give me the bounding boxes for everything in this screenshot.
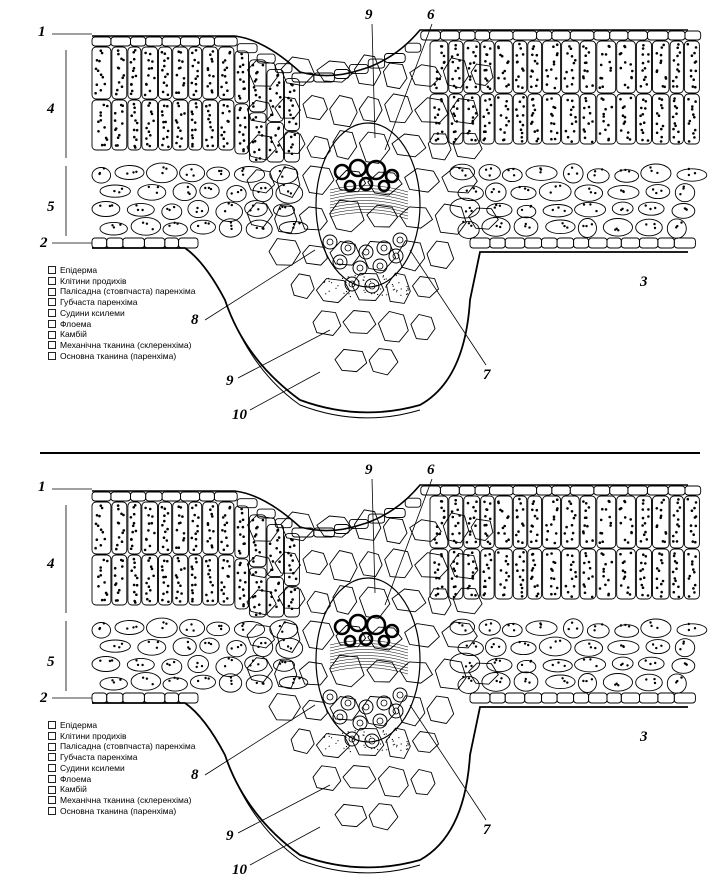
legend-checkbox-icon[interactable] [48,764,56,773]
legend-checkbox-icon[interactable] [48,796,56,805]
label-7: 7 [483,822,491,838]
legend-item-label: Основна тканина (паренхіма) [60,805,177,816]
label-10: 10 [232,862,247,878]
legend-item: Камбій [48,784,195,795]
legend-checkbox-icon[interactable] [48,309,56,318]
label-5: 5 [47,199,55,215]
legend-item: Основна тканина (паренхіма) [48,806,195,817]
legend-checkbox-icon[interactable] [48,742,56,751]
panel-divider [40,452,700,454]
legend-item-label: Епідерма [60,720,98,730]
label-9-top: 9 [365,7,373,23]
legend-item-label: Судини ксилеми [60,762,125,773]
label-10: 10 [232,407,247,423]
leaf-cross-section-panel-top: 1 2 3 4 5 6 7 8 9 9 10 Епідерма Клітини … [0,0,723,440]
legend-checkbox-icon[interactable] [48,319,56,328]
label-3: 3 [640,274,648,290]
legend-item: Флоема [48,319,195,330]
leaf-cross-section-drawing [52,478,708,874]
legend-item-label: Губчаста паренхіма [60,752,138,763]
legend-item-label: Основна тканина (паренхіма) [60,350,177,361]
legend-item: Епідерма [48,265,195,276]
legend-checkbox-icon[interactable] [48,721,56,730]
legend-item-label: Клітини продихів [60,275,127,286]
legend-item-label: Клітини продихів [60,730,127,741]
xylem-vessels [322,158,408,294]
label-2: 2 [40,690,48,706]
legend-item: Судини ксилеми [48,308,195,319]
legend-item-label: Палісадна (стовпчаста) паренхіма [60,286,196,297]
xylem-vessels [322,613,408,749]
legend-item-label: Камбій [60,784,87,795]
legend-item-label: Флоема [60,318,92,329]
label-6: 6 [427,7,435,23]
legend-checkbox-icon[interactable] [48,298,56,307]
tissue-legend: Епідерма Клітини продихів Палісадна (сто… [48,265,195,361]
leaf-outline [92,29,688,419]
chloroplast-dots [94,42,698,298]
label-leader-lines [52,478,487,866]
label-5: 5 [47,654,55,670]
label-4: 4 [47,556,55,572]
label-9-bottom: 9 [226,373,234,389]
legend-item: Механічна тканина (склеренхіма) [48,795,195,806]
legend-item: Механічна тканина (склеренхіма) [48,340,195,351]
chloroplast-dots [94,497,698,753]
legend-checkbox-icon[interactable] [48,266,56,275]
label-4: 4 [47,101,55,117]
legend-checkbox-icon[interactable] [48,732,56,741]
leaf-cross-section-drawing [52,23,708,419]
legend-item-label: Судини ксилеми [60,307,125,318]
legend-item: Судини ксилеми [48,763,195,774]
legend-item-label: Камбій [60,329,87,340]
label-8: 8 [191,767,199,783]
legend-item: Палісадна (стовпчаста) паренхіма [48,286,195,297]
legend-checkbox-icon[interactable] [48,351,56,360]
legend-item-label: Епідерма [60,265,98,275]
legend-checkbox-icon[interactable] [48,806,56,815]
cell-network [91,485,708,831]
legend-item: Губчаста паренхіма [48,297,195,308]
legend-item-label: Флоема [60,773,92,784]
label-leader-lines [52,23,487,411]
legend-item: Клітини продихів [48,276,195,287]
cell-network [91,30,708,376]
legend-item-label: Губчаста паренхіма [60,297,138,308]
legend-item-label: Палісадна (стовпчаста) паренхіма [60,741,196,752]
legend-item-label: Механічна тканина (склеренхіма) [60,339,192,350]
legend-item: Епідерма [48,720,195,731]
legend-item: Клітини продихів [48,731,195,742]
leaf-outline [92,484,688,874]
legend-checkbox-icon[interactable] [48,277,56,286]
legend-item: Камбій [48,329,195,340]
legend-checkbox-icon[interactable] [48,785,56,794]
legend-checkbox-icon[interactable] [48,341,56,350]
label-1: 1 [38,24,46,40]
tissue-legend: Епідерма Клітини продихів Палісадна (сто… [48,720,195,816]
legend-item: Флоема [48,774,195,785]
label-3: 3 [640,729,648,745]
label-9-bottom: 9 [226,828,234,844]
leaf-cross-section-panel-bottom: 1 2 3 4 5 6 7 8 9 9 10 Епідерма Клітини … [0,455,723,895]
legend-checkbox-icon[interactable] [48,287,56,296]
label-2: 2 [40,235,48,251]
legend-checkbox-icon[interactable] [48,330,56,339]
label-9-top: 9 [365,462,373,478]
legend-checkbox-icon[interactable] [48,753,56,762]
label-1: 1 [38,479,46,495]
legend-item: Палісадна (стовпчаста) паренхіма [48,741,195,752]
legend-item: Губчаста паренхіма [48,752,195,763]
label-8: 8 [191,312,199,328]
label-7: 7 [483,367,491,383]
label-6: 6 [427,462,435,478]
legend-checkbox-icon[interactable] [48,774,56,783]
legend-item: Основна тканина (паренхіма) [48,351,195,362]
legend-item-label: Механічна тканина (склеренхіма) [60,794,192,805]
